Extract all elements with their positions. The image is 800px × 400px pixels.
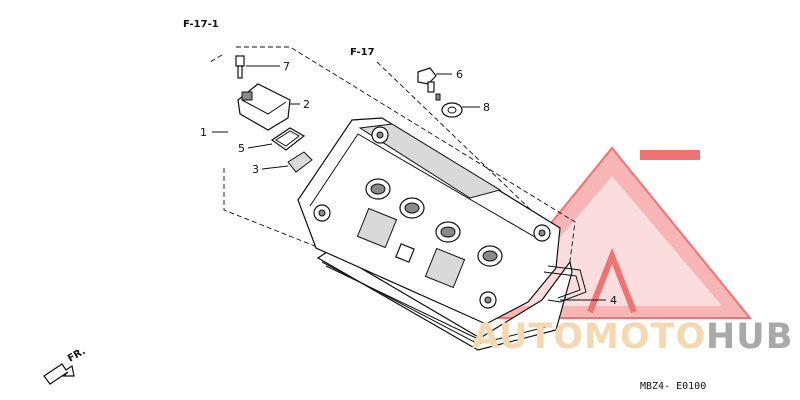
breather-cap-2 [237,83,291,131]
front-label: FR. [66,346,88,365]
watermark-text-automoto: AUTOMOTO [472,317,706,357]
cylinder-head-cover [297,117,587,351]
element-3 [287,151,313,173]
bolt-6 [417,67,441,101]
plate-5 [270,127,306,151]
front-arrow-icon [43,363,75,385]
callout-8: 8 [483,101,490,114]
callout-4: 4 [610,294,617,307]
callout-6: 6 [456,68,463,81]
ref-f17: F-17 [350,47,375,58]
callout-7: 7 [283,60,290,73]
washer-8 [441,102,463,118]
callout-2: 2 [303,98,310,111]
callout-1: 1 [200,126,207,139]
callout-5: 5 [238,142,245,155]
ref-f17-1: F-17-1 [183,19,219,30]
callout-3: 3 [252,163,259,176]
leader-lines [212,65,606,301]
bolt-7 [235,55,245,79]
watermark-text-hub: HUB [706,317,793,357]
diagram-code: MBZ4- E0100 [640,381,706,392]
